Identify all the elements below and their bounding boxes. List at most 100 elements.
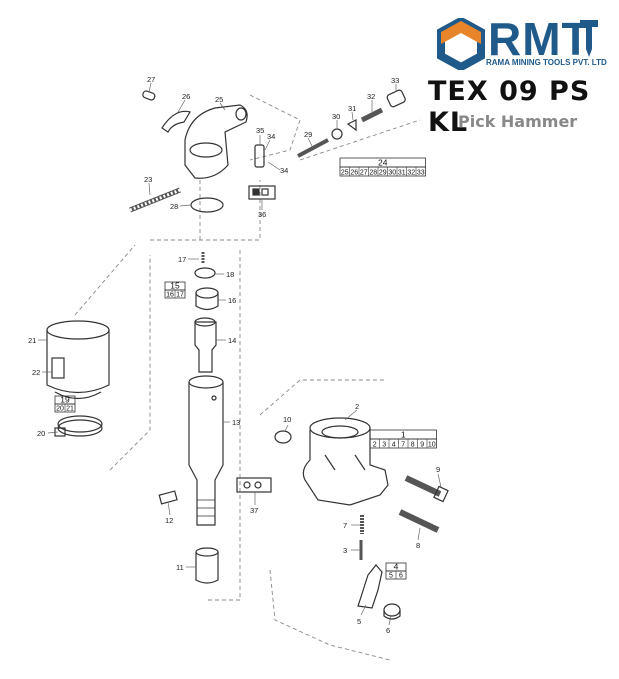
label-28: 28 xyxy=(170,202,178,211)
kit24-cell: 30 xyxy=(388,170,396,177)
kit1-cell: 8 xyxy=(411,442,415,449)
leader-lines xyxy=(38,82,442,626)
label-10: 10 xyxy=(283,415,291,424)
part-26-plate xyxy=(161,110,191,133)
kit15-title: 15 xyxy=(170,281,180,291)
part-11-sleeve xyxy=(195,547,219,584)
part-30-nut xyxy=(331,128,343,140)
kit4-title: 4 xyxy=(394,562,399,572)
company-name: RAMA MINING TOOLS PVT. LTD xyxy=(486,58,607,67)
label-23: 23 xyxy=(144,175,152,184)
part-18-ring xyxy=(194,267,216,279)
kit24-title: 24 xyxy=(378,158,388,168)
kit24-cell: 33 xyxy=(417,170,425,177)
part-13-cylinder xyxy=(188,375,224,526)
label-7: 7 xyxy=(343,521,347,530)
kit24-cell: 25 xyxy=(341,170,349,177)
label-25: 25 xyxy=(215,95,223,104)
part-22-window xyxy=(51,357,65,379)
label-13: 13 xyxy=(232,418,240,427)
label-9: 9 xyxy=(436,465,440,474)
kit1-title: 1 xyxy=(401,430,406,440)
part-27-pin xyxy=(142,90,156,101)
kit15-cell: 16 xyxy=(166,292,174,299)
kit24-cell: 28 xyxy=(369,170,377,177)
label-22: 22 xyxy=(32,368,40,377)
kit24-cell: 26 xyxy=(350,170,358,177)
label-27: 27 xyxy=(147,75,155,84)
part-32-spring xyxy=(360,107,384,123)
kit19-cell: 20 xyxy=(56,406,64,413)
label-37: 37 xyxy=(250,506,258,515)
label-17: 17 xyxy=(178,255,186,264)
model-title: TEX 09 PS KL xyxy=(428,76,591,138)
label-29: 29 xyxy=(304,130,312,139)
part-9-bolt xyxy=(404,475,449,503)
part-21-muffler xyxy=(46,320,110,400)
label-26: 26 xyxy=(182,92,190,101)
kit24-cell: 27 xyxy=(360,170,368,177)
label-20: 20 xyxy=(37,429,45,438)
part-16-valve xyxy=(195,287,219,311)
part-25-handle-housing xyxy=(184,104,248,179)
kit15-cell: 17 xyxy=(176,292,184,299)
part-36-label xyxy=(248,185,276,200)
kit4-cell: 6 xyxy=(399,573,403,580)
label-21: 21 xyxy=(28,336,36,345)
label-5: 5 xyxy=(357,617,361,626)
part-31-cone xyxy=(346,119,357,132)
kit1-cell: 4 xyxy=(392,442,396,449)
part-20-clamp xyxy=(54,415,103,437)
part-labels: 27 26 25 35 34 34 23 28 36 29 30 31 32 3… xyxy=(28,75,440,635)
part-33-fitting xyxy=(386,89,406,108)
label-33: 33 xyxy=(391,76,399,85)
kit24-cell: 29 xyxy=(379,170,387,177)
label-8: 8 xyxy=(416,541,420,550)
kit1-cell: 3 xyxy=(382,442,386,449)
part-12-tag xyxy=(158,490,178,505)
label-18: 18 xyxy=(226,270,234,279)
part-2-front-head xyxy=(302,417,389,506)
label-14: 14 xyxy=(228,336,236,345)
label-3: 3 xyxy=(343,546,347,555)
part-37-label xyxy=(236,477,272,493)
part-5-latch xyxy=(357,564,383,609)
label-6: 6 xyxy=(386,626,390,635)
part-6-bushing xyxy=(383,603,401,620)
kit1-cell: 7 xyxy=(401,442,405,449)
label-35: 35 xyxy=(256,126,264,135)
part-35-lever xyxy=(254,144,265,168)
kit19-cell: 21 xyxy=(66,406,74,413)
label-12: 12 xyxy=(165,516,173,525)
part-28-o-ring xyxy=(190,197,224,213)
kit1-cell: 10 xyxy=(428,442,436,449)
label-30: 30 xyxy=(332,112,340,121)
kit1-cell: 9 xyxy=(420,442,424,449)
label-36: 36 xyxy=(258,210,266,219)
logo-text: RMT xyxy=(488,13,591,65)
label-34b: 34 xyxy=(280,166,288,175)
logo-icon xyxy=(437,18,485,70)
assembly-guide-lines xyxy=(74,94,421,661)
label-11: 11 xyxy=(176,563,184,572)
kit19-title: 19 xyxy=(60,395,70,405)
part-8-pin xyxy=(398,509,440,533)
kit1-cell: 2 xyxy=(373,442,377,449)
part-14-piston xyxy=(194,317,217,373)
part-23-spring xyxy=(129,187,181,213)
label-34a: 34 xyxy=(267,132,275,141)
label-31: 31 xyxy=(348,104,356,113)
part-10-plug xyxy=(274,430,292,444)
label-2: 2 xyxy=(355,402,359,411)
model-subtitle: Pick Hammer xyxy=(458,112,578,131)
label-32: 32 xyxy=(367,92,375,101)
label-16: 16 xyxy=(228,296,236,305)
kit24-cell: 31 xyxy=(398,170,406,177)
